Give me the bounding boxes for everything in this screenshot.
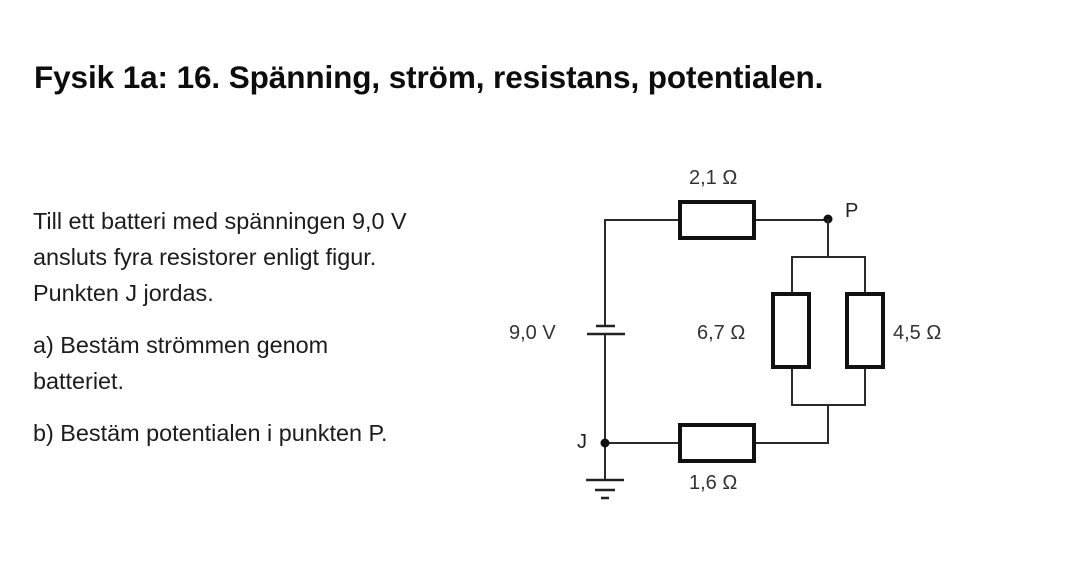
battery-symbol <box>587 324 625 336</box>
node-j-label: J <box>577 431 587 453</box>
problem-text: Till ett batteri med spänningen 9,0 V an… <box>33 203 493 467</box>
wire-parallel-top <box>791 256 866 294</box>
resistor-1-6-ohm <box>678 423 756 463</box>
intro-line: Punkten J jordas. <box>33 280 214 306</box>
node-j <box>600 438 610 448</box>
wire-parallel-down <box>754 405 829 444</box>
ground-icon <box>586 478 624 500</box>
page-title: Fysik 1a: 16. Spänning, ström, resistans… <box>34 59 824 95</box>
intro-line: Till ett batteri med spänningen 9,0 V <box>33 208 407 234</box>
question-b: b) Bestäm potentialen i punkten P. <box>33 420 388 446</box>
question-a-line: a) Bestäm strömmen genom <box>33 332 329 358</box>
question-a-line: batteriet. <box>33 368 125 394</box>
resistor-2-1-label: 2,1 Ω <box>689 167 737 189</box>
wire-left-top <box>604 219 678 326</box>
resistor-6-7-label: 6,7 Ω <box>697 322 745 344</box>
question-a: a) Bestäm strömmen genom batteriet. <box>33 327 493 399</box>
resistor-4-5-ohm <box>845 292 885 369</box>
intro-paragraph: Till ett batteri med spänningen 9,0 V an… <box>33 203 493 311</box>
node-p-label: P <box>845 200 858 222</box>
resistor-4-5-label: 4,5 Ω <box>893 322 941 344</box>
battery-label: 9,0 V <box>509 322 556 344</box>
wire-parallel-bottom <box>791 367 866 406</box>
resistor-1-6-label: 1,6 Ω <box>689 472 737 494</box>
resistor-6-7-ohm <box>771 292 811 369</box>
resistor-2-1-ohm <box>678 200 756 240</box>
intro-line: ansluts fyra resistorer enligt figur. <box>33 244 377 270</box>
